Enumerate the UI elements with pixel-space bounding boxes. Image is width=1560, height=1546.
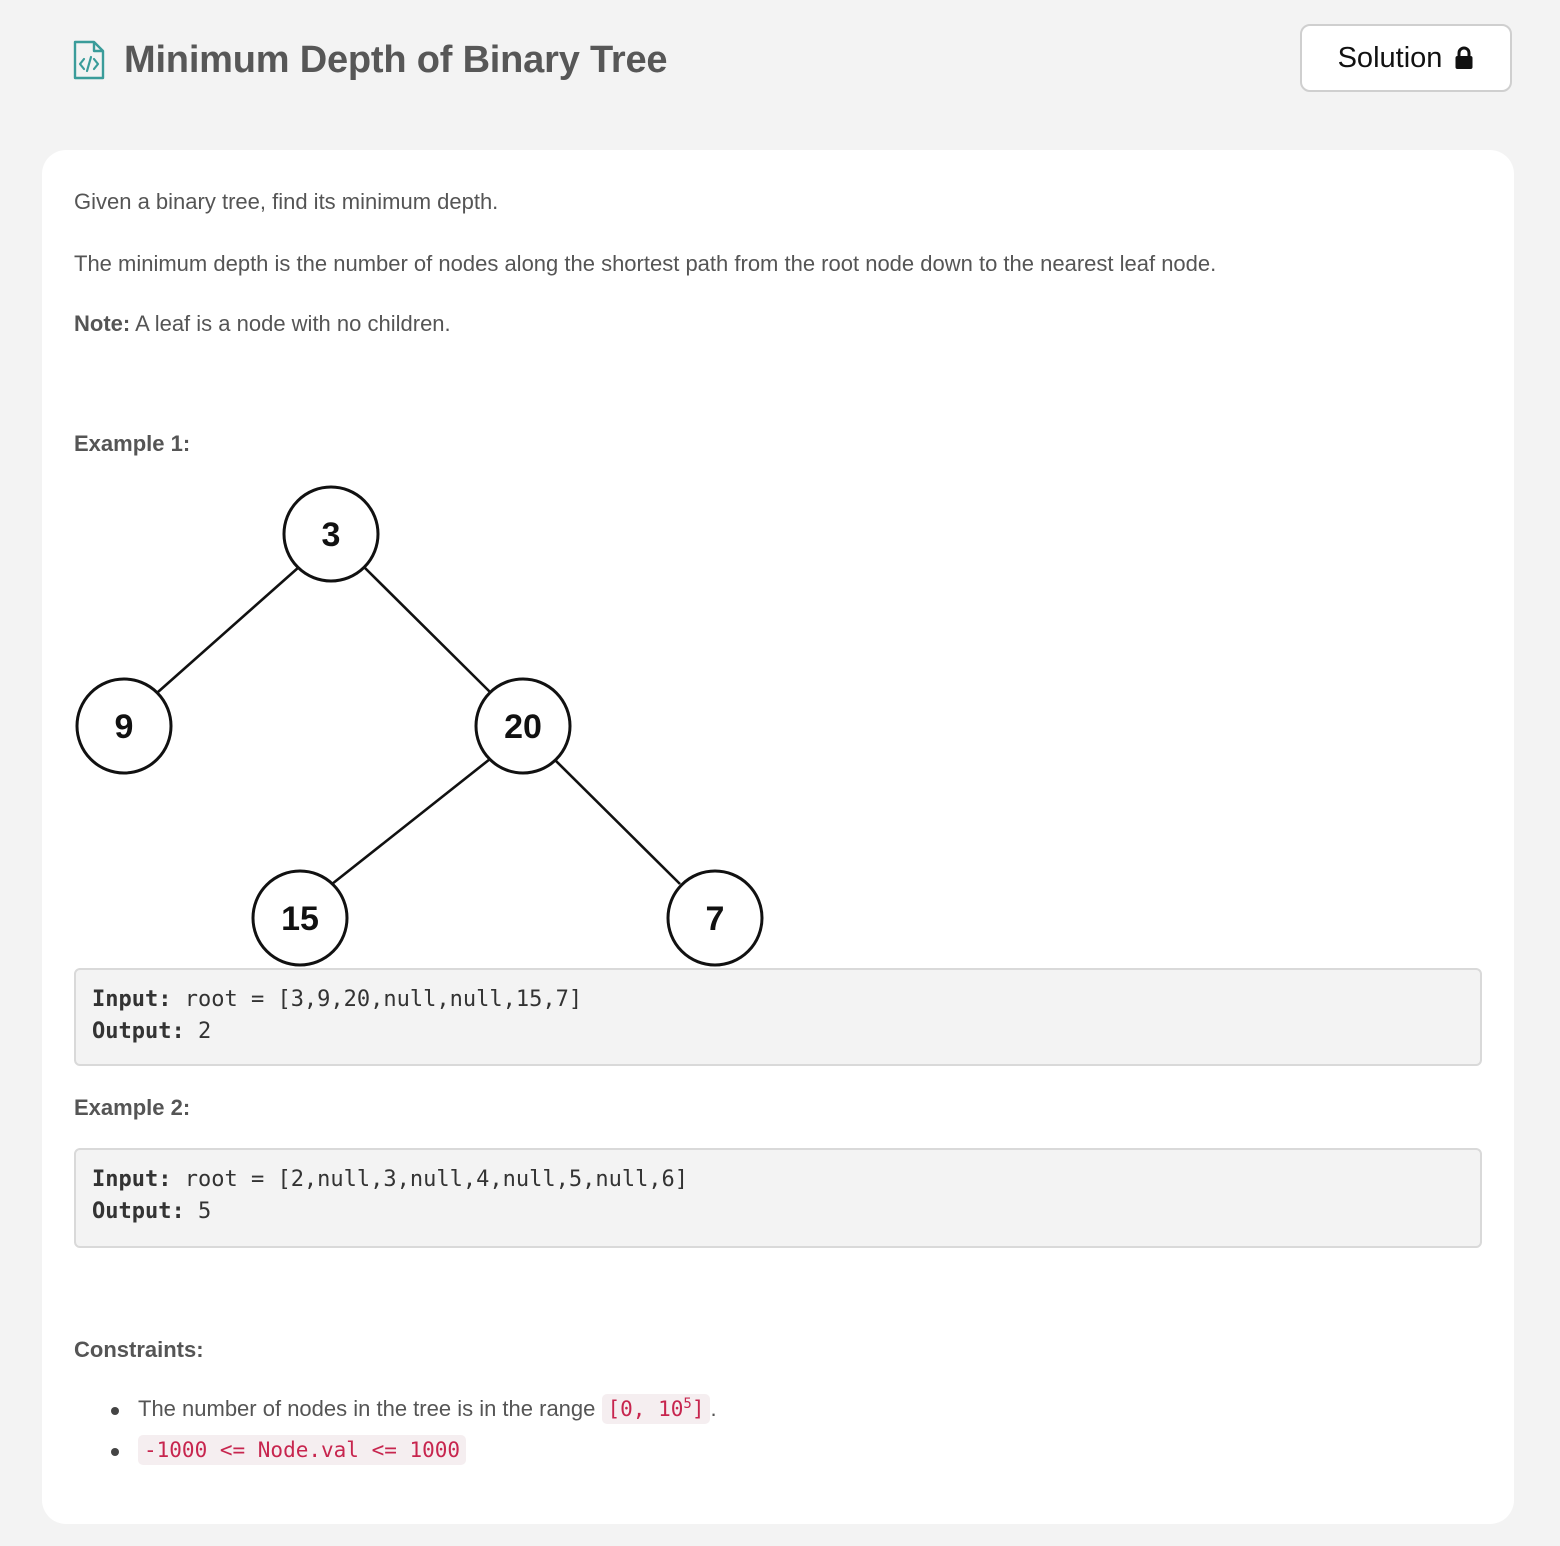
example-input-line: Input: root = [2,null,3,null,4,null,5,nu… <box>92 1164 1464 1196</box>
output-label: Output: <box>92 1199 185 1224</box>
note-label: Note: <box>74 311 131 336</box>
page-title: Minimum Depth of Binary Tree <box>124 39 668 81</box>
example-2-code-block: Input: root = [2,null,3,null,4,null,5,nu… <box>74 1148 1482 1248</box>
constraint-code-text: ] <box>691 1397 705 1421</box>
example-output-line: Output: 5 <box>92 1196 1464 1228</box>
input-value: root = [2,null,3,null,4,null,5,null,6] <box>171 1167 689 1192</box>
tree-node-label: 7 <box>706 900 725 938</box>
bullet-icon <box>111 1448 119 1456</box>
constraints-list: The number of nodes in the tree is in th… <box>74 1392 717 1474</box>
lock-icon <box>1455 46 1473 69</box>
tree-node <box>282 485 380 583</box>
example-2-heading: Example 2: <box>74 1095 191 1120</box>
input-label: Input: <box>92 1167 172 1192</box>
input-label: Input: <box>92 987 172 1012</box>
solution-button[interactable]: Solution <box>1300 24 1512 92</box>
solution-button-label: Solution <box>1337 41 1443 74</box>
constraint-suffix: . <box>710 1396 717 1421</box>
constraint-item: The number of nodes in the tree is in th… <box>74 1392 717 1433</box>
example-output-line: Output: 2 <box>92 1016 1464 1048</box>
constraint-code-exponent: 5 <box>683 1396 692 1412</box>
description-paragraph: Given a binary tree, find its minimum de… <box>74 189 499 214</box>
code-file-icon <box>73 40 105 80</box>
tree-edge <box>553 758 681 885</box>
example-input-line: Input: root = [3,9,20,null,null,15,7] <box>92 984 1464 1016</box>
description-paragraph: The minimum depth is the number of nodes… <box>74 251 1217 276</box>
tree-node-label: 15 <box>281 900 319 938</box>
bullet-icon <box>111 1407 119 1415</box>
constraint-item: -1000 <= Node.val <= 1000 <box>74 1433 717 1474</box>
output-value: 5 <box>184 1199 212 1224</box>
problem-description-card: Given a binary tree, find its minimum de… <box>42 150 1514 1524</box>
tree-node-label: 3 <box>322 516 341 554</box>
tree-node <box>474 677 572 775</box>
problem-header: Minimum Depth of Binary Tree Solution <box>0 0 1560 120</box>
constraint-code: [0, 105] <box>601 1394 711 1424</box>
input-value: root = [3,9,20,null,null,15,7] <box>171 987 583 1012</box>
tree-node-label: 9 <box>115 708 134 746</box>
constraint-code-text: [0, 10 <box>607 1397 684 1421</box>
example-1-heading: Example 1: <box>74 431 191 456</box>
constraint-code: -1000 <= Node.val <= 1000 <box>138 1435 467 1465</box>
note-paragraph: Note: A leaf is a node with no children. <box>74 309 451 339</box>
constraints-heading: Constraints: <box>74 1337 204 1362</box>
example-1-code-block: Input: root = [3,9,20,null,null,15,7] Ou… <box>74 968 1482 1066</box>
tree-edge <box>363 566 491 693</box>
note-text: A leaf is a node with no children. <box>130 311 451 336</box>
example-1-tree-diagram: 3 9 20 15 7 <box>75 485 764 967</box>
tree-node <box>251 869 349 967</box>
output-value: 2 <box>184 1019 212 1044</box>
tree-node <box>666 869 764 967</box>
tree-node-label: 20 <box>504 708 542 746</box>
tree-node <box>75 677 173 775</box>
tree-edge <box>331 757 491 886</box>
constraint-text: The number of nodes in the tree is in th… <box>138 1396 602 1421</box>
output-label: Output: <box>92 1019 185 1044</box>
tree-edge <box>157 566 300 693</box>
